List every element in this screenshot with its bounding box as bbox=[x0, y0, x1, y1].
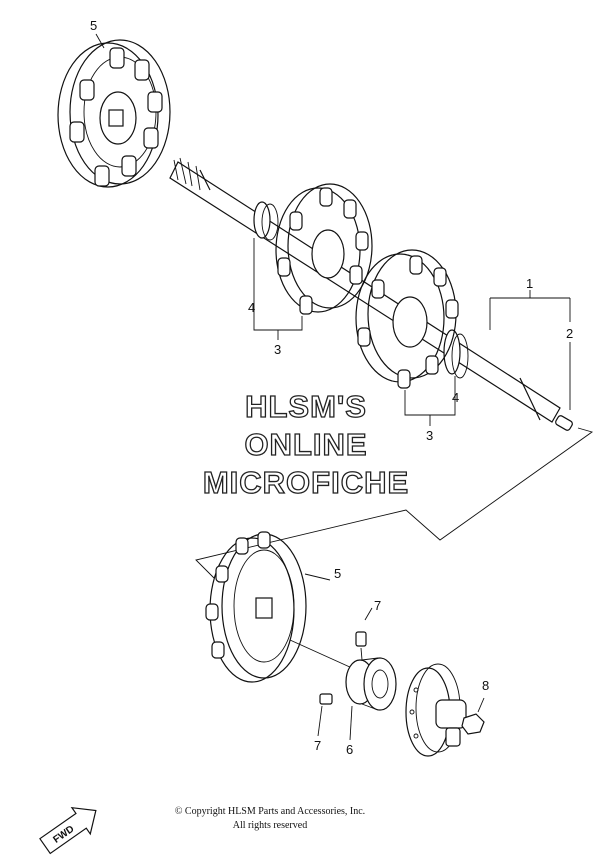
nut bbox=[461, 697, 485, 735]
watermark-line3: MICROFICHE bbox=[203, 465, 409, 500]
callout-7-lower: 7 bbox=[314, 738, 321, 753]
callout-5-bottom: 5 bbox=[334, 566, 341, 581]
callout-4-upper: 4 bbox=[248, 300, 255, 315]
bearing-collars bbox=[253, 201, 469, 379]
watermark-line2: ONLINE bbox=[244, 427, 367, 462]
fwd-arrow-icon: FWD bbox=[39, 806, 97, 855]
shaft-end-bolt bbox=[555, 415, 573, 431]
bearing bbox=[345, 657, 397, 741]
callout-1: 1 bbox=[526, 276, 533, 291]
callout-8: 8 bbox=[482, 678, 489, 693]
drive-shaft bbox=[169, 157, 561, 423]
sprocket-top-left bbox=[57, 39, 171, 188]
copyright-line2: All rights reserved bbox=[232, 820, 308, 831]
watermark-line1: HLSM'S bbox=[245, 389, 367, 424]
sprocket-middle-upper bbox=[275, 183, 373, 315]
callout-6: 6 bbox=[346, 742, 353, 757]
callout-5-top: 5 bbox=[90, 18, 97, 33]
callout-3-upper: 3 bbox=[274, 342, 281, 357]
copyright-line1: © Copyright HLSM Parts and Accessories, … bbox=[174, 806, 366, 817]
callout-leaders bbox=[95, 33, 594, 579]
set-screws bbox=[317, 607, 373, 737]
callout-2: 2 bbox=[566, 326, 573, 341]
bearing-housing bbox=[405, 663, 467, 757]
callout-7-upper: 7 bbox=[374, 598, 381, 613]
sprocket-bottom bbox=[205, 531, 353, 683]
callout-4-lower: 4 bbox=[452, 390, 459, 405]
sprocket-middle-lower bbox=[355, 249, 459, 389]
callout-3-lower: 3 bbox=[426, 428, 433, 443]
